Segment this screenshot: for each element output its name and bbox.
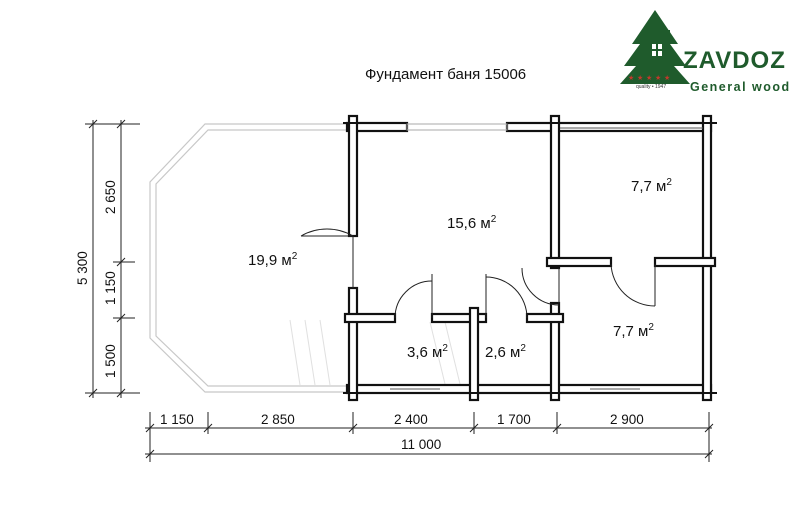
dim-h-4: 1 700 (497, 412, 531, 427)
dim-total-width: 11 000 (401, 437, 441, 452)
dim-h-3: 2 400 (394, 412, 428, 427)
vertical-dimensions (85, 119, 140, 398)
horizontal-dimensions (145, 412, 714, 462)
walls (343, 114, 717, 402)
terrace-outline (149, 123, 352, 393)
room-area-main: 15,6 м2 (447, 214, 497, 232)
dim-h-1: 1 150 (160, 412, 194, 427)
windows (390, 127, 703, 390)
svg-text:★: ★ (646, 74, 652, 82)
dim-v-1: 2 650 (103, 180, 118, 214)
logo-tagline: General wood (690, 80, 791, 94)
hatch-marks (289, 319, 461, 386)
room-area-bottom-right: 7,7 м2 (613, 322, 654, 340)
zavdoz-logo: ★ ★ ★ ★ ★ quality • 1947 ZAVDOZ General … (620, 10, 791, 94)
svg-text:★: ★ (664, 74, 670, 82)
room-area-small-1: 3,6 м2 (407, 343, 448, 361)
logo-name: ZAVDOZ (683, 47, 786, 74)
svg-text:★: ★ (628, 74, 634, 82)
vertical-dimension-labels: 2 650 1 150 1 500 5 300 (75, 180, 118, 378)
log-ends (343, 122, 717, 394)
doors (300, 228, 656, 319)
dim-h-2: 2 850 (261, 412, 295, 427)
room-area-terrace: 19,9 м2 (248, 251, 298, 269)
dim-h-5: 2 900 (610, 412, 644, 427)
dim-v-2: 1 150 (103, 271, 118, 305)
dim-v-3: 1 500 (103, 344, 118, 378)
svg-text:★: ★ (637, 74, 643, 82)
room-area-top-right: 7,7 м2 (631, 177, 672, 195)
logo-since: quality • 1947 (636, 84, 666, 90)
room-labels: 19,9 м2 15,6 м2 7,7 м2 7,7 м2 3,6 м2 2,6… (248, 177, 672, 361)
svg-text:★: ★ (655, 74, 661, 82)
room-area-small-2: 2,6 м2 (485, 343, 526, 361)
horizontal-dimension-labels: 1 150 2 850 2 400 1 700 2 900 11 000 (160, 412, 644, 452)
tree-house-icon (620, 10, 690, 84)
drawing-title: Фундамент баня 15006 (365, 66, 526, 83)
dim-total-height: 5 300 (75, 251, 90, 285)
rating-stars-icon: ★ ★ ★ ★ ★ (628, 74, 670, 82)
